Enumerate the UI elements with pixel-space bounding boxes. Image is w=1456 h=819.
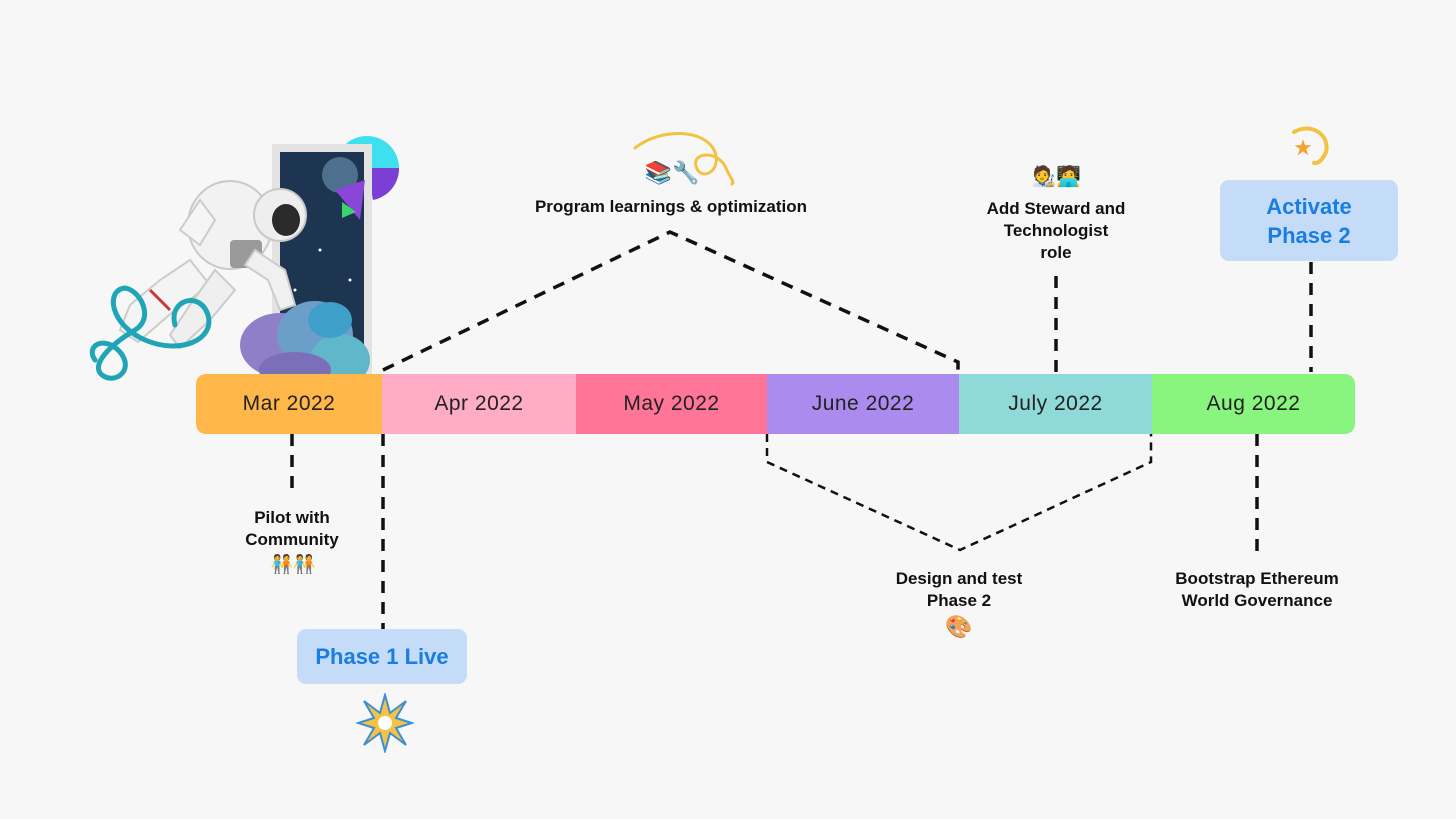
comet-trail: [1292, 126, 1329, 166]
timeline-bar: Mar 2022 Apr 2022 May 2022 June 2022 Jul…: [196, 374, 1355, 434]
star-icon: ★: [1293, 136, 1313, 161]
books-wrench-icon: 📚🔧: [644, 161, 700, 186]
astronaut-portal-illustration: [90, 136, 400, 388]
month-july: July 2022: [959, 374, 1152, 434]
steward-label: Add Steward and Technologist role: [956, 198, 1156, 264]
month-aug: Aug 2022: [1152, 374, 1355, 434]
phase1-live-label: Phase 1 Live: [315, 643, 449, 669]
month-may: May 2022: [576, 374, 767, 434]
month-mar: Mar 2022: [196, 374, 382, 434]
people-icon: 🧑‍🤝‍🧑🧑‍🤝‍🧑: [270, 554, 316, 575]
bootstrap-line2: World Governance: [1181, 591, 1333, 610]
swirl-line: [90, 285, 212, 381]
design-line1: Design and test: [895, 569, 1023, 588]
steward-line3: role: [1040, 243, 1072, 262]
pilot-line1: Pilot with: [254, 508, 330, 527]
steward-line1: Add Steward and: [986, 199, 1126, 218]
design-connector: [765, 434, 1153, 552]
sparkle-icon: [356, 693, 414, 753]
bootstrap-line1: Bootstrap Ethereum: [1175, 569, 1339, 588]
design-line2: Phase 2: [926, 591, 992, 610]
activate-phase2-box: Activate Phase 2: [1220, 180, 1398, 261]
bootstrap-label: Bootstrap Ethereum World Governance: [1147, 568, 1367, 612]
pilot-label: Pilot with Community: [222, 507, 362, 551]
month-apr: Apr 2022: [382, 374, 576, 434]
program-connector: [382, 230, 960, 372]
phase1-live-box: Phase 1 Live: [297, 629, 467, 684]
palette-icon: 🎨: [945, 615, 973, 640]
activate-line1: Activate: [1266, 193, 1352, 219]
smoke-cloud: [240, 301, 370, 388]
month-june: June 2022: [767, 374, 959, 434]
pilot-line2: Community: [245, 530, 339, 549]
activate-line2: Phase 2: [1267, 222, 1351, 248]
design-label: Design and test Phase 2: [870, 568, 1048, 612]
program-label: Program learnings & optimization: [534, 197, 808, 216]
technologist-icon: 🧑‍🎨🧑‍💻: [1031, 164, 1081, 188]
yellow-swirl: [633, 132, 735, 186]
steward-line2: Technologist: [1003, 221, 1109, 240]
